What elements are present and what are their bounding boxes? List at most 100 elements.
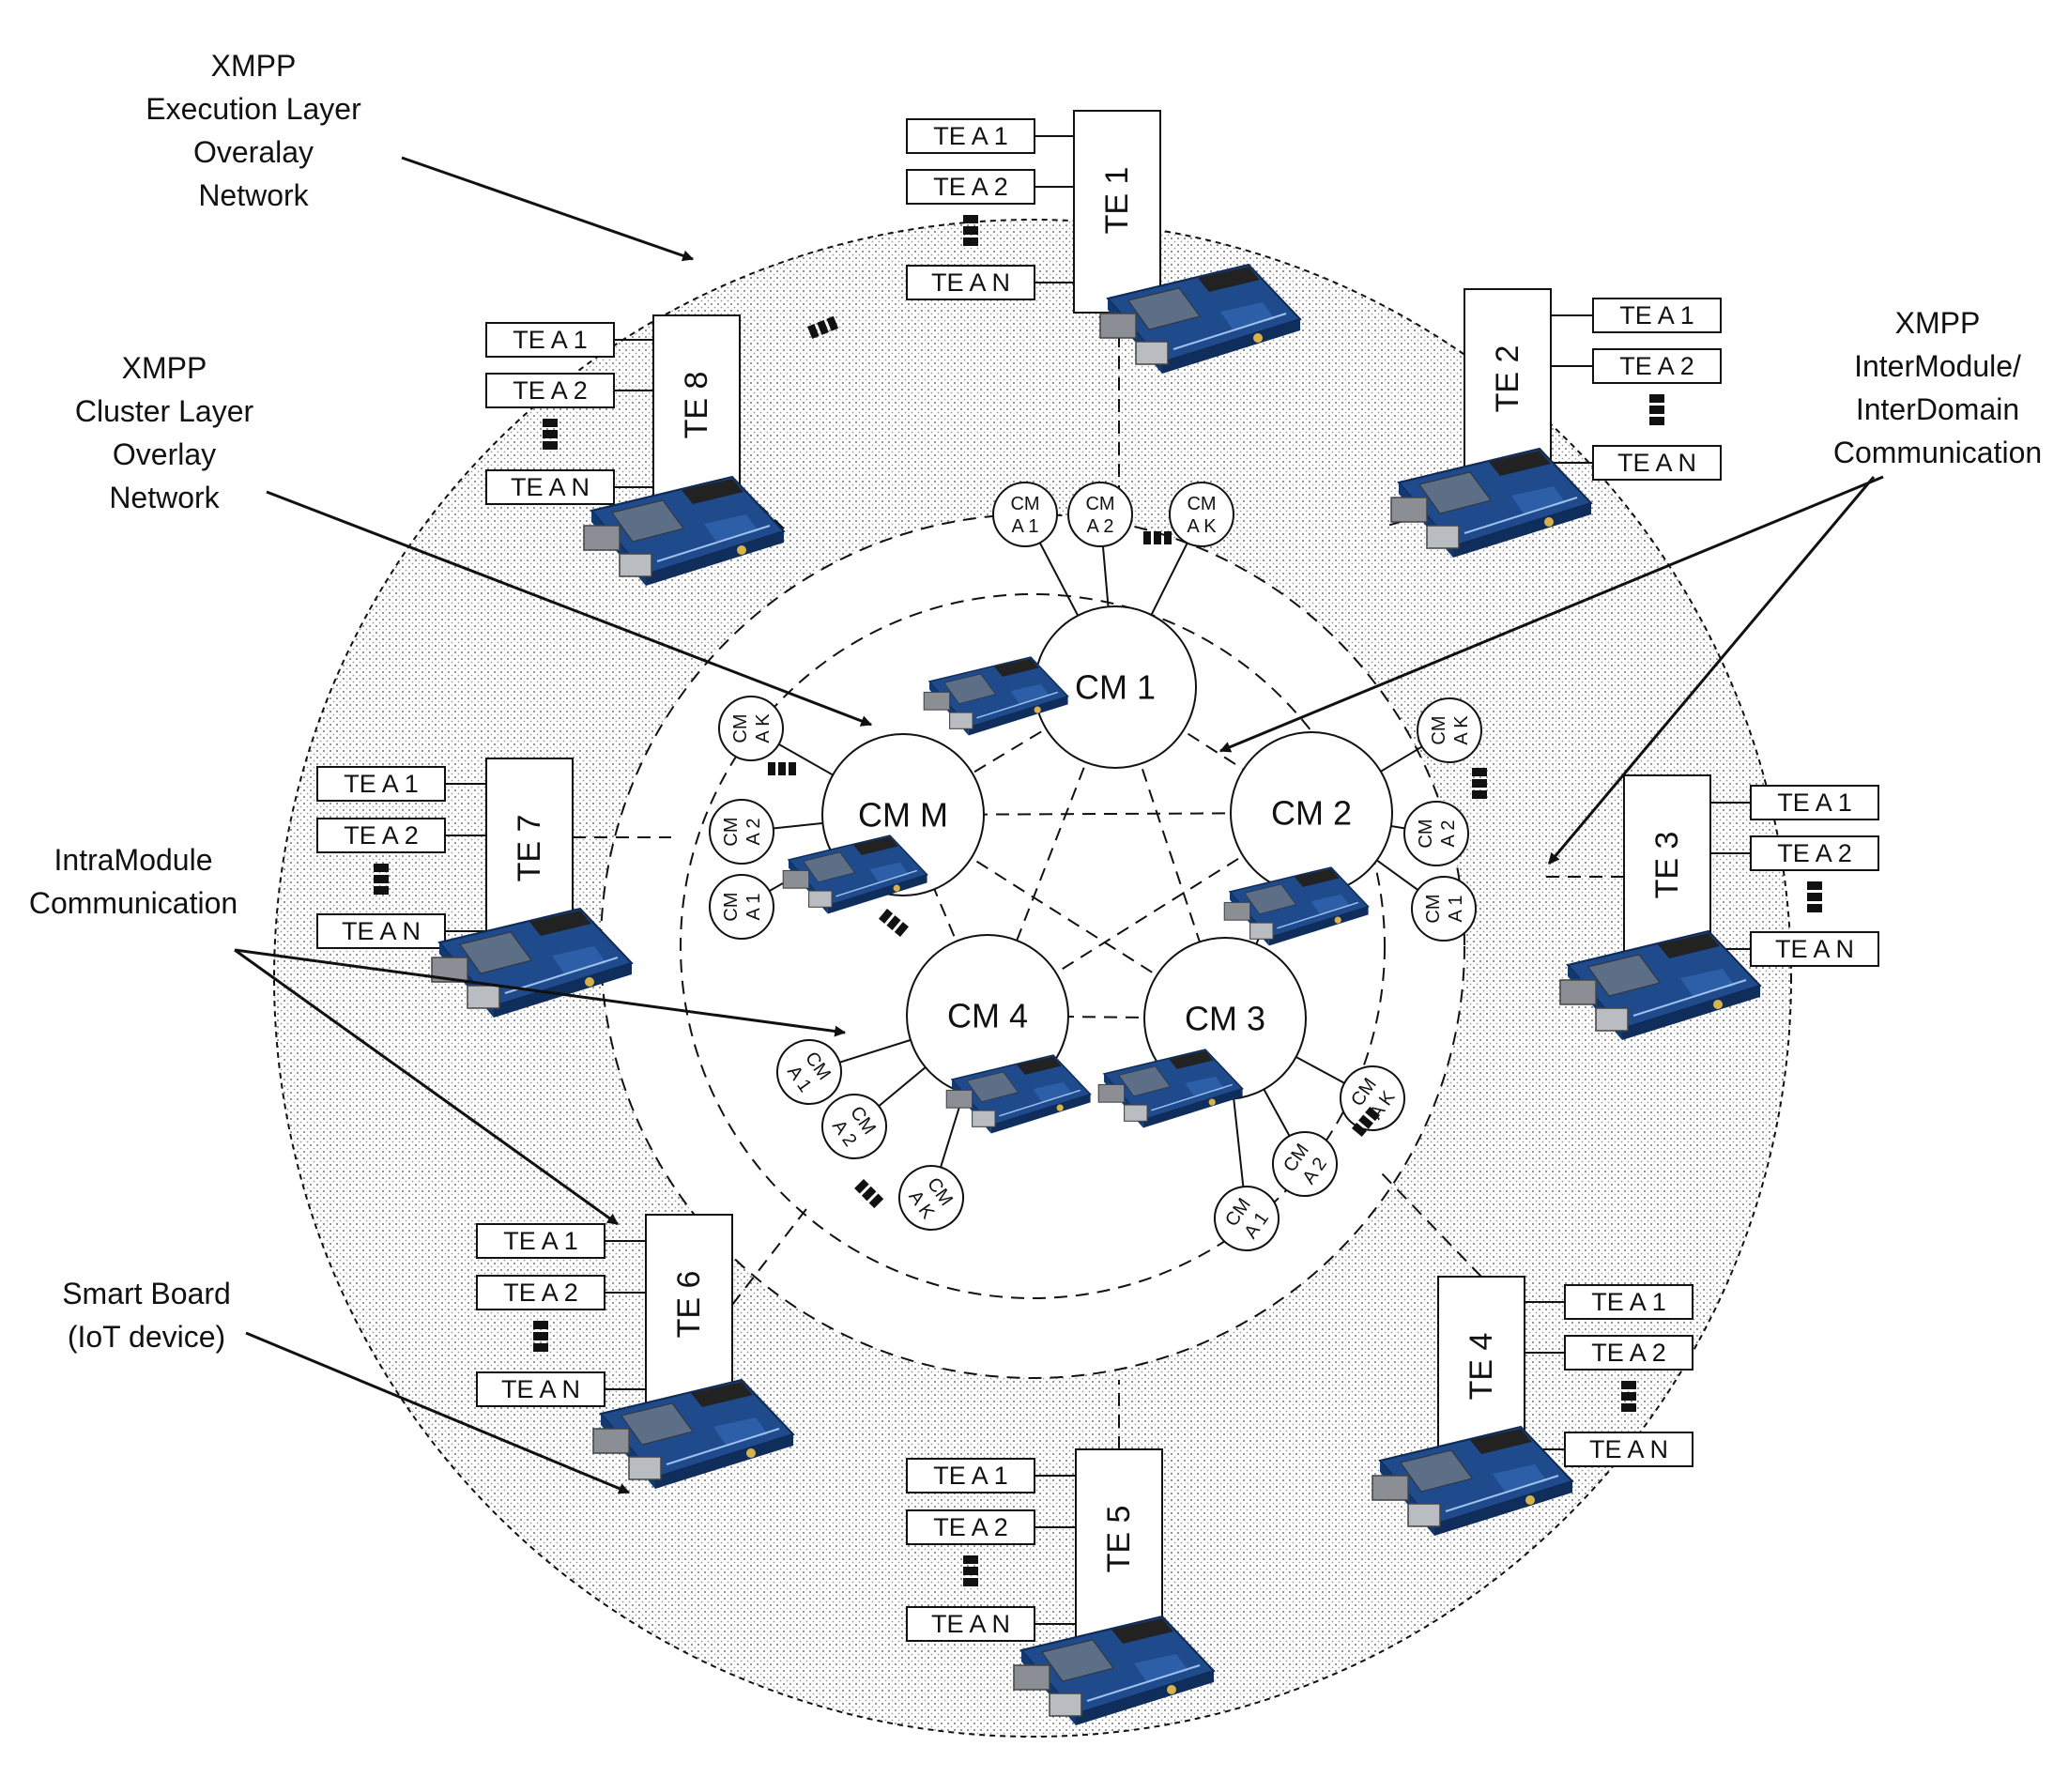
execution-module-label: TE 2 [1490,345,1525,413]
te-app-box [1592,348,1722,384]
cluster-layer-label-line: Network [109,481,220,514]
cm-app-label: CM [1187,494,1216,514]
cm-app: CMA K [898,1165,964,1231]
intramodule-label-line: IntraModule [54,843,213,877]
ellipsis-marks [1621,1381,1636,1412]
cluster-layer-label-line: Cluster Layer [75,394,254,428]
ellipsis-marks [1807,881,1822,912]
ellipsis-mark [1807,904,1822,912]
ellipsis-marks [1352,1107,1381,1137]
intermodule-label-line: InterModule/ [1854,349,2021,383]
te-app-box [485,373,615,408]
ellipsis-marks [806,315,839,339]
te-app-box [476,1371,605,1407]
te-app-box [1564,1432,1694,1467]
cm-app-circle [718,696,784,761]
te-app-label: TE A N [931,268,1010,297]
annotation-arrow [245,1331,631,1494]
execution-module: TE 6TE A 1TE A 2TE A N [476,1214,794,1490]
intermodule-label-line: Communication [1833,436,2042,469]
ellipsis-mark [789,762,796,775]
annotation-arrow [1547,476,1876,865]
te-app-box [1564,1284,1694,1320]
te-app-label: TE A 1 [503,1227,578,1255]
execution-layer-label-line: Overalay [193,135,314,169]
cm-app-label: A K [1451,715,1472,745]
ellipsis-mark [963,1555,978,1564]
execution-module-box [1073,110,1161,314]
ellipsis-mark [374,864,389,872]
ellipsis-mark [1472,790,1487,799]
cm-app-circle [1272,1131,1338,1197]
ellipsis-mark [963,215,978,223]
te-app-box [485,322,615,358]
execution-layer-label-line: Network [198,178,309,212]
cm-app-circle [1411,876,1477,942]
cm-app: CMA 1 [1214,1186,1280,1251]
execution-module-label: TE 8 [679,372,714,439]
ellipsis-mark [768,762,775,775]
ellipsis-mark [963,226,978,235]
cm-app-label: A K [753,713,774,743]
te-app-box [906,118,1035,154]
execution-module-label: TE 1 [1099,167,1135,235]
intermodule-label-line: XMPP [1895,306,1981,340]
cm-app-label: A 2 [743,819,764,846]
execution-module: TE 2TE A 1TE A 2TE A N [1390,288,1722,559]
ellipsis-marks [1472,768,1487,799]
ellipsis-mark [1472,768,1487,776]
mesh-link [1114,686,1312,814]
te-app-label: TE A 2 [1619,352,1694,380]
cluster-layer-label-line: Overlay [113,437,216,471]
smart-board-label-line: (IoT device) [68,1320,225,1354]
ellipsis-marks [533,1321,548,1352]
ellipsis-mark [374,875,389,883]
cm-app-label: CM [730,713,751,743]
cm-app-label: CM [1423,894,1444,923]
ellipsis-mark [879,909,894,924]
ellipsis-marks [1143,531,1172,544]
ellipsis-mark [1621,1403,1636,1412]
ellipsis-mark [886,915,901,930]
execution-module-box [1075,1448,1163,1652]
cm-app-label: CM [1416,819,1436,848]
ellipsis-mark [1358,1114,1373,1129]
cm-app-circle [709,799,774,865]
te-app-label: TE A 1 [513,326,588,354]
ellipsis-mark [778,762,786,775]
smart-board-label-line: Smart Board [62,1277,231,1310]
cm-app-circle [820,1094,887,1159]
te-link [1379,1171,1482,1278]
te-app-label: TE A N [501,1375,580,1403]
execution-module: TE 3TE A 1TE A 2TE A N [1559,774,1879,1041]
cm-app-circle [1067,482,1133,547]
ellipsis-mark [543,419,558,427]
te-app-label: TE A 1 [1619,301,1694,329]
te-app-box [485,469,615,505]
te-app-label: TE A N [342,917,421,945]
cm-app-label: A 1 [1012,516,1039,537]
execution-module: TE 8TE A 1TE A 2TE A N [485,314,785,587]
cluster-module-label: CM 2 [1271,794,1352,833]
ellipsis-mark [1649,406,1664,414]
te-app-box [1564,1335,1694,1371]
cm-app-circle [1214,1186,1280,1251]
ellipsis-marks [963,215,978,246]
intermodule-label-line: InterDomain [1856,392,2019,426]
te-app-box [906,1606,1035,1642]
ellipsis-marks [543,419,558,450]
execution-module: TE 5TE A 1TE A 2TE A N [906,1448,1215,1726]
annotation-arrow [401,156,695,262]
annotation-arrow [234,948,847,1037]
annotation-arrows [234,156,1884,1494]
cluster-layer-label-line: XMPP [122,351,207,385]
te-app-box [316,913,446,949]
cm-app-circle [1417,697,1482,763]
